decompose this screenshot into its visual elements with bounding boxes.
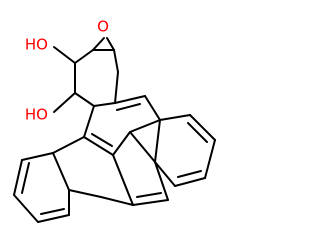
bond — [136, 192, 162, 198]
bond — [21, 152, 54, 161]
bond-lines — [13, 37, 216, 223]
bond — [52, 152, 70, 191]
bond — [144, 95, 161, 121]
bond — [13, 159, 23, 196]
bond — [159, 114, 191, 121]
bond — [91, 133, 113, 147]
bond — [21, 162, 30, 194]
bond — [114, 71, 119, 104]
bond — [93, 102, 116, 107]
bond — [83, 136, 114, 156]
bond — [189, 114, 216, 141]
bond — [113, 49, 119, 73]
bond — [100, 196, 134, 206]
bond — [132, 199, 169, 206]
bond — [37, 214, 70, 223]
hydroxyl-lower-label: HO — [25, 106, 48, 124]
bond — [187, 122, 208, 143]
bond — [53, 46, 76, 64]
bond — [40, 208, 65, 215]
bond — [13, 194, 39, 223]
bond — [53, 92, 76, 113]
hydroxyl-upper-label: HO — [25, 36, 48, 54]
bond — [129, 119, 161, 133]
bond — [154, 119, 161, 163]
bond — [129, 131, 156, 163]
bond — [74, 49, 94, 64]
bond — [68, 189, 102, 198]
bond — [83, 105, 95, 138]
bond — [114, 95, 146, 104]
bond — [116, 103, 141, 111]
bond — [112, 131, 131, 156]
bond — [52, 136, 85, 154]
bond — [154, 161, 176, 187]
bond — [92, 37, 105, 51]
bond — [106, 37, 115, 51]
epoxide-oxygen-label: O — [97, 18, 109, 36]
molecule-structure: O HO HO — [13, 18, 216, 223]
bond — [177, 170, 202, 178]
bond — [74, 92, 95, 107]
bond — [204, 139, 216, 179]
bond — [154, 161, 169, 201]
bond — [174, 177, 206, 187]
atom-labels: O HO HO — [25, 18, 109, 124]
bond — [112, 154, 134, 206]
